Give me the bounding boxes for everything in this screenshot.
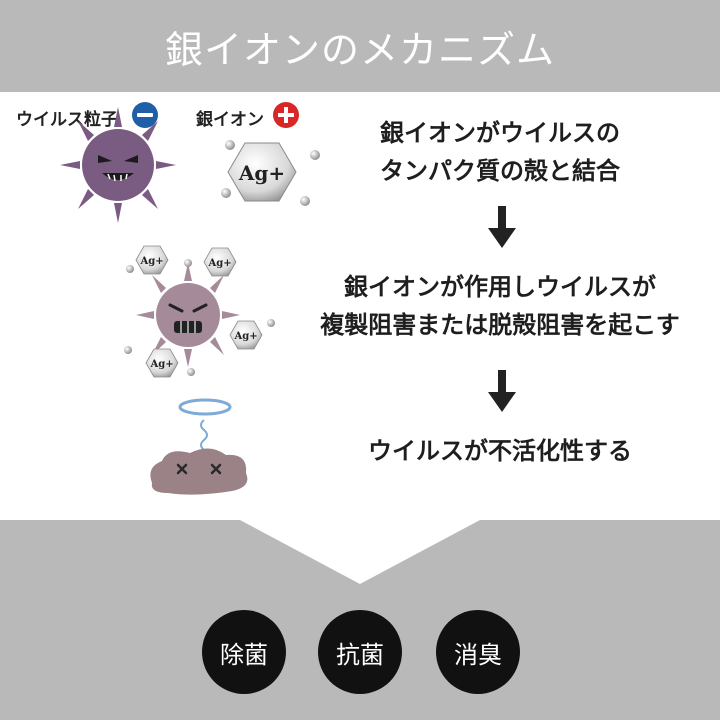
svg-text:Ag+: Ag+ xyxy=(233,331,257,342)
down-arrow-icon xyxy=(488,206,516,248)
minus-icon xyxy=(132,102,158,128)
mechanism-illustration: Ag+ Ag+ Ag+ Ag+ Ag+ xyxy=(60,107,320,495)
virus-legend-label: ウイルス粒子 xyxy=(16,110,118,130)
badge-disinfection: 除菌 xyxy=(202,610,286,694)
silver-ion-small-icon: Ag+ xyxy=(135,245,169,275)
silver-ion-small-icon: Ag+ xyxy=(145,348,179,378)
ion-legend-label: 銀イオン xyxy=(196,110,264,130)
svg-text:Ag+: Ag+ xyxy=(149,359,173,370)
ion-dot xyxy=(126,265,134,273)
ion-dot xyxy=(225,140,235,150)
ion-dot xyxy=(124,346,132,354)
weakened-virus-icon xyxy=(136,263,240,367)
ion-dot xyxy=(300,196,310,206)
ion-symbol-text: Ag+ xyxy=(238,161,285,185)
ion-dot xyxy=(187,368,195,376)
ion-dot xyxy=(221,188,231,198)
down-arrow-icon xyxy=(488,370,516,412)
silver-ion-small-icon: Ag+ xyxy=(229,320,263,350)
plus-icon xyxy=(273,102,299,128)
header-banner: 銀イオンのメカニズム xyxy=(0,0,720,92)
inactivated-virus-icon xyxy=(150,448,248,495)
ion-dot xyxy=(267,319,275,327)
step-3-text: ウイルスが不活化性する xyxy=(368,437,632,465)
page-title: 銀イオンのメカニズム xyxy=(164,27,555,72)
soul-squiggle-icon xyxy=(200,419,208,451)
ion-dot xyxy=(310,150,320,160)
svg-text:Ag+: Ag+ xyxy=(139,256,163,267)
step-1-text: 銀イオンがウイルスの タンパク質の殻と結合 xyxy=(380,119,620,185)
step-2-text: 銀イオンが作用しウイルスが 複製阻害または脱殻阻害を起こす xyxy=(320,273,680,339)
halo-icon xyxy=(178,398,232,416)
svg-text:Ag+: Ag+ xyxy=(207,258,231,269)
badge-antibacterial: 抗菌 xyxy=(318,610,402,694)
ion-dot xyxy=(184,259,192,267)
silver-ion-small-icon: Ag+ xyxy=(203,247,237,277)
virus-particle-icon xyxy=(60,107,176,223)
silver-ion-icon: Ag+ xyxy=(227,142,297,202)
badge-deodorizing: 消臭 xyxy=(436,610,520,694)
